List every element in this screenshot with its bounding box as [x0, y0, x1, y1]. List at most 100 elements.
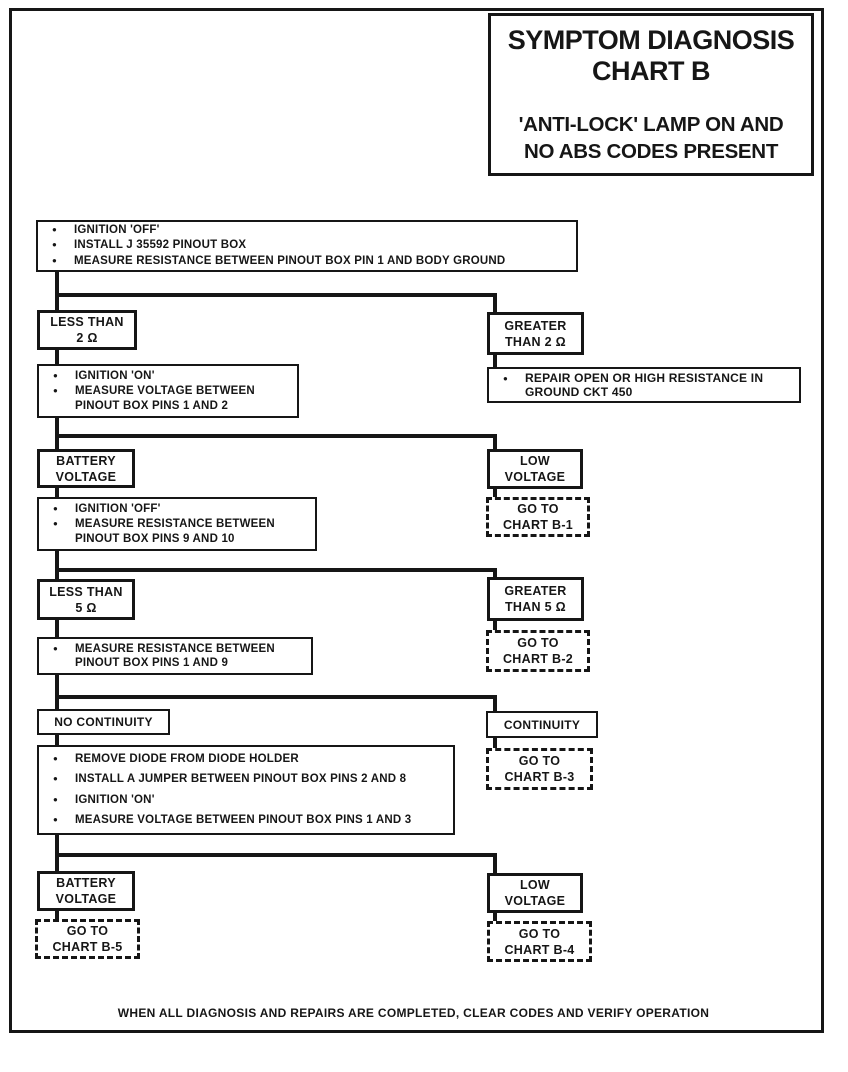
- step-instruction: IGNITION 'ON': [75, 793, 155, 806]
- bullet-row: MEASURE VOLTAGE BETWEEN PINOUT BOX PINS …: [49, 384, 291, 413]
- goto-chart-b3: GO TO CHART B-3: [486, 748, 593, 790]
- decision-greater-than-2-ohms: GREATER THAN 2 Ω: [487, 312, 584, 355]
- page-title: CHART B: [592, 55, 711, 86]
- goto-chart-b2: GO TO CHART B-2: [486, 630, 590, 672]
- goto-label: CHART B-2: [502, 652, 574, 666]
- goto-label: GO TO: [66, 924, 109, 938]
- result-label: VOLTAGE: [504, 470, 566, 484]
- result-label: LOW: [519, 454, 551, 468]
- bullet-row: MEASURE RESISTANCE BETWEEN PINOUT BOX PI…: [49, 517, 309, 546]
- step-instruction: INSTALL A JUMPER BETWEEN PINOUT BOX PINS…: [75, 773, 407, 785]
- goto-chart-b5: GO TO CHART B-5: [35, 919, 140, 959]
- bullet-icon: [49, 752, 75, 768]
- instruction-box-1: IGNITION 'OFF' INSTALL J 35592 PINOUT BO…: [36, 220, 578, 272]
- connector-line: [55, 418, 59, 449]
- page-subtitle: 'ANTI-LOCK' LAMP ON AND: [518, 112, 784, 136]
- bullet-icon: [49, 517, 75, 533]
- connector-line: [55, 853, 497, 857]
- step-instruction: MEASURE RESISTANCE BETWEEN PINOUT BOX PI…: [75, 518, 275, 545]
- bullet-icon: [49, 642, 75, 658]
- result-no-continuity: NO CONTINUITY: [37, 709, 170, 735]
- connector-line: [55, 675, 59, 709]
- footer-note: WHEN ALL DIAGNOSIS AND REPAIRS ARE COMPL…: [117, 1006, 710, 1020]
- instruction-box-3: IGNITION 'OFF' MEASURE RESISTANCE BETWEE…: [37, 497, 317, 551]
- step-instruction: IGNITION 'OFF': [74, 223, 160, 236]
- decision-label: GREATER: [504, 584, 567, 598]
- result-continuity: CONTINUITY: [486, 711, 598, 738]
- decision-greater-than-5-ohms: GREATER THAN 5 Ω: [487, 577, 584, 621]
- result-label: VOLTAGE: [55, 892, 117, 906]
- step-instruction: IGNITION 'OFF': [75, 502, 161, 515]
- connector-line: [55, 568, 497, 572]
- page-subtitle: NO ABS CODES PRESENT: [523, 139, 779, 163]
- connector-line: [55, 695, 497, 699]
- bullet-row: INSTALL J 35592 PINOUT BOX: [48, 238, 570, 254]
- result-label: NO CONTINUITY: [54, 715, 153, 729]
- bullet-icon: [48, 254, 74, 270]
- step-instruction: REPAIR OPEN OR HIGH RESISTANCE IN GROUND…: [525, 370, 764, 400]
- goto-label: CHART B-3: [504, 770, 575, 784]
- step-instruction: MEASURE RESISTANCE BETWEEN PINOUT BOX PI…: [75, 642, 275, 670]
- decision-label: LESS THAN: [49, 584, 123, 599]
- result-label: BATTERY: [56, 453, 116, 468]
- decision-label: 5 Ω: [75, 600, 97, 615]
- bullet-row: IGNITION 'ON': [49, 793, 447, 809]
- goto-label: GO TO: [518, 754, 561, 768]
- connector-line: [493, 570, 497, 577]
- bullet-icon: [49, 369, 75, 385]
- connector-line: [55, 620, 59, 637]
- bullet-icon: [48, 223, 74, 239]
- result-label: VOLTAGE: [504, 894, 566, 908]
- bullet-icon: [49, 772, 75, 788]
- step-instruction: IGNITION 'ON': [75, 369, 155, 382]
- decision-label: LESS THAN: [50, 315, 124, 329]
- step-instruction: INSTALL J 35592 PINOUT BOX: [74, 239, 247, 252]
- result-low-voltage-2: LOW VOLTAGE: [487, 873, 583, 913]
- connector-line: [493, 295, 497, 312]
- page-title: SYMPTOM DIAGNOSIS: [507, 24, 795, 55]
- goto-chart-b1: GO TO CHART B-1: [486, 497, 590, 537]
- result-label: CONTINUITY: [503, 717, 581, 732]
- bullet-row: REPAIR OPEN OR HIGH RESISTANCE IN GROUND…: [499, 371, 764, 400]
- bullet-row: MEASURE RESISTANCE BETWEEN PINOUT BOX PI…: [49, 642, 305, 671]
- bullet-icon: [49, 384, 75, 400]
- bullet-row: IGNITION 'OFF': [48, 223, 570, 239]
- action-repair-ground-ckt-450: REPAIR OPEN OR HIGH RESISTANCE IN GROUND…: [487, 367, 801, 403]
- goto-label: CHART B-5: [52, 940, 123, 954]
- connector-line: [55, 293, 497, 297]
- decision-label: THAN 5 Ω: [504, 600, 567, 614]
- connector-line: [493, 855, 497, 873]
- connector-line: [493, 489, 497, 497]
- goto-label: CHART B-1: [502, 518, 574, 532]
- connector-line: [493, 738, 497, 748]
- bullet-icon: [48, 238, 74, 254]
- bullet-row: REMOVE DIODE FROM DIODE HOLDER: [49, 752, 447, 768]
- bullet-icon: [49, 793, 75, 809]
- bullet-row: MEASURE VOLTAGE BETWEEN PINOUT BOX PINS …: [49, 813, 447, 829]
- goto-label: CHART B-4: [504, 942, 575, 957]
- goto-label: GO TO: [518, 926, 561, 941]
- result-low-voltage-1: LOW VOLTAGE: [487, 449, 583, 489]
- bullet-row: INSTALL A JUMPER BETWEEN PINOUT BOX PINS…: [49, 772, 447, 788]
- step-instruction: MEASURE VOLTAGE BETWEEN PINOUT BOX PINS …: [75, 814, 412, 826]
- bullet-row: IGNITION 'OFF': [49, 502, 309, 518]
- decision-label: GREATER: [504, 318, 567, 333]
- connector-line: [55, 350, 59, 364]
- bullet-icon: [499, 371, 525, 388]
- result-label: BATTERY: [56, 876, 116, 890]
- connector-line: [493, 355, 497, 367]
- result-battery-voltage-1: BATTERY VOLTAGE: [37, 449, 135, 488]
- result-battery-voltage-2: BATTERY VOLTAGE: [37, 871, 135, 911]
- instruction-box-2: IGNITION 'ON' MEASURE VOLTAGE BETWEEN PI…: [37, 364, 299, 418]
- connector-line: [55, 551, 59, 579]
- connector-line: [55, 434, 497, 438]
- connector-line: [55, 735, 59, 745]
- decision-label: 2 Ω: [76, 331, 98, 345]
- decision-less-than-5-ohms: LESS THAN 5 Ω: [37, 579, 135, 620]
- goto-label: GO TO: [517, 636, 559, 650]
- bullet-icon: [49, 502, 75, 518]
- instruction-box-5: REMOVE DIODE FROM DIODE HOLDER INSTALL A…: [37, 745, 455, 835]
- bullet-row: IGNITION 'ON': [49, 369, 291, 385]
- goto-chart-b4: GO TO CHART B-4: [487, 921, 592, 962]
